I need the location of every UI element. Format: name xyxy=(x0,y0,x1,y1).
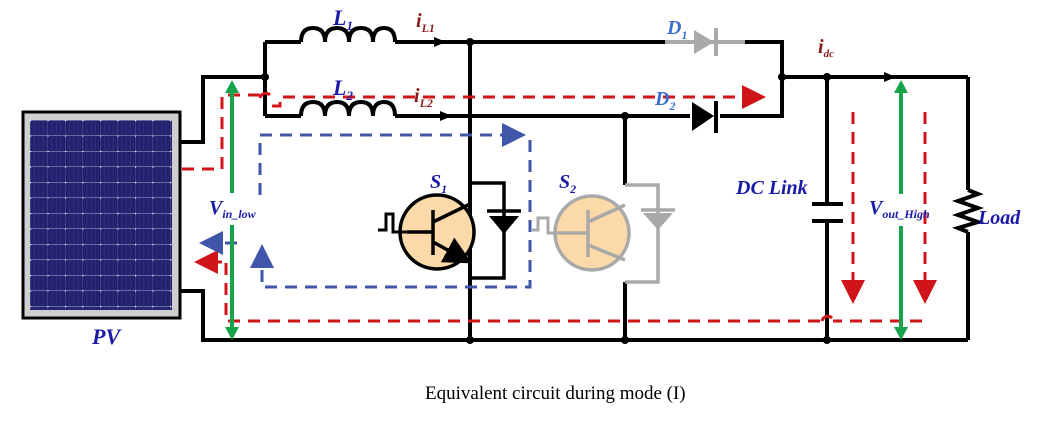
load-resistor xyxy=(951,188,985,234)
voltage-arrow-out xyxy=(894,80,908,340)
inductor-l2 xyxy=(299,99,397,117)
v-out-label: Vout_High xyxy=(869,197,930,221)
switch-s1 xyxy=(378,181,521,280)
junctions xyxy=(261,38,831,344)
diode-d1 xyxy=(694,28,718,56)
v-in-label: Vin_low xyxy=(209,197,257,221)
switch-s2-label: S2 xyxy=(559,171,576,196)
current-l1-label: iL1 xyxy=(416,10,435,35)
switch-s2 xyxy=(532,183,675,284)
inductor-l2-label: L2 xyxy=(332,75,353,103)
voltage-arrow-in xyxy=(225,80,239,340)
figure-caption: Equivalent circuit during mode (I) xyxy=(425,383,686,404)
switch-s1-label: S1 xyxy=(430,171,447,196)
diode-d1-label: D1 xyxy=(666,17,687,42)
diode-d2-label: D2 xyxy=(654,88,675,113)
diode-d2 xyxy=(692,101,718,133)
current-arrow-l2 xyxy=(440,111,452,121)
inductor-l1 xyxy=(299,25,397,43)
current-dc-label: idc xyxy=(818,36,834,60)
inductor-l1-label: L1 xyxy=(332,5,353,33)
dc-link-label: DC Link xyxy=(735,177,808,199)
current-arrow-l1 xyxy=(434,37,446,47)
current-l2-label: iL2 xyxy=(414,85,433,110)
current-arrow-dc xyxy=(884,72,896,82)
pv-label: PV xyxy=(91,324,122,349)
load-label: Load xyxy=(977,207,1021,229)
red-current-loop xyxy=(182,85,937,323)
pv-panel xyxy=(21,110,182,320)
